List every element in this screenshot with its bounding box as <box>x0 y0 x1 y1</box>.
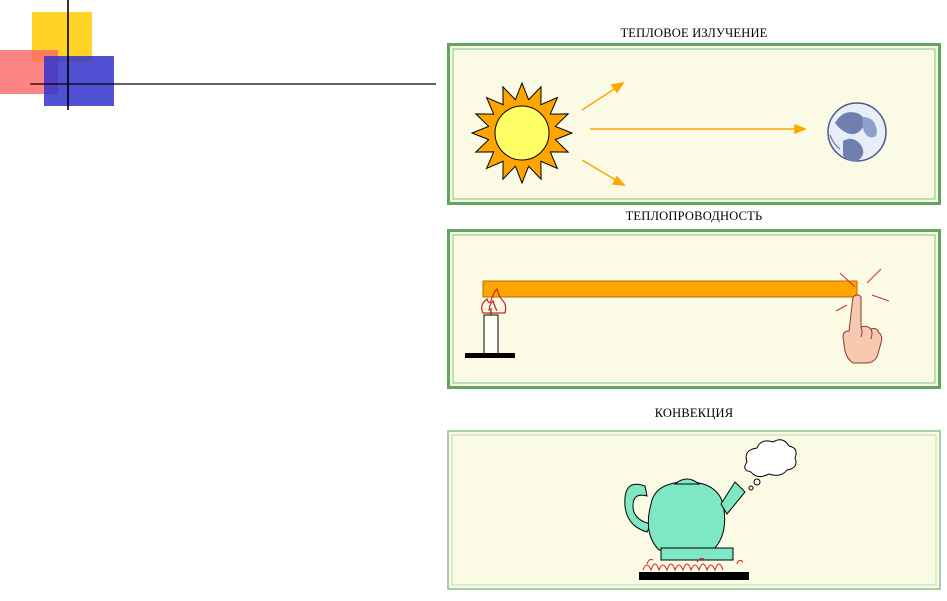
candle-icon <box>465 308 515 358</box>
arrow-icon <box>581 81 808 186</box>
steam-cloud-icon <box>744 439 797 491</box>
flame-icon <box>642 557 744 572</box>
radiation-title: ТЕПЛОВОЕ ИЗЛУЧЕНИЕ <box>620 26 768 40</box>
hand-icon <box>842 294 883 364</box>
flame-icon <box>481 287 507 314</box>
rod-icon <box>482 280 858 298</box>
earth-icon <box>827 102 887 162</box>
stove-icon <box>639 572 749 580</box>
conduction-panel <box>447 229 941 389</box>
heat-rays-icon <box>835 268 890 312</box>
slide-decoration <box>0 0 436 110</box>
blue-square <box>44 56 114 106</box>
sun-icon <box>470 81 574 185</box>
convection-panel <box>447 430 941 590</box>
kettle-icon <box>624 478 746 561</box>
radiation-panel <box>447 43 941 205</box>
conduction-title: ТЕПЛОПРОВОДНОСТЬ <box>625 209 763 223</box>
convection-title: КОНВЕКЦИЯ <box>654 406 734 420</box>
